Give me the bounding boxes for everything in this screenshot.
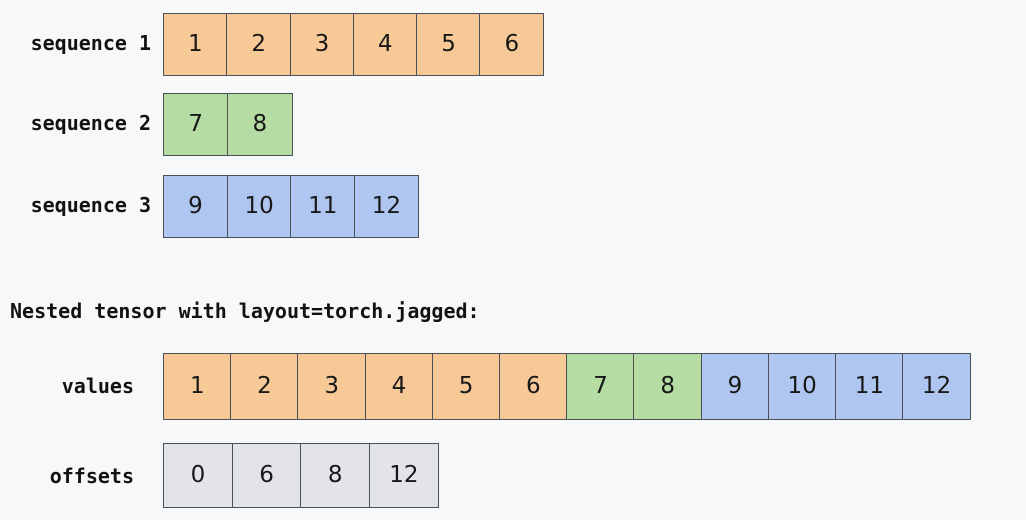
cell-seq3-0: 9 [163,175,228,238]
cell-seq1-0: 1 [163,13,228,76]
cell-offsets-1: 6 [231,443,302,508]
cell-offsets-0: 0 [163,443,233,508]
cell-seq1-2: 3 [289,13,355,76]
cell-values-2: 3 [297,353,366,420]
cell-seq1-1: 2 [226,13,291,76]
sequence-1-label: sequence 1 [30,31,151,55]
cell-seq1-3: 4 [352,13,418,76]
cell-seq2-0: 7 [163,93,229,156]
cell-values-11: 12 [902,353,971,420]
cell-seq1-4: 5 [416,13,481,76]
cell-values-7: 8 [633,353,703,420]
cell-seq3-3: 12 [353,175,419,238]
section-caption: Nested tensor with layout=torch.jagged: [10,299,480,323]
values-label: values [61,374,134,398]
cell-values-0: 1 [163,353,232,420]
cell-seq1-5: 6 [479,13,545,76]
cell-seq3-1: 10 [226,175,292,238]
cell-values-8: 9 [700,353,770,420]
cell-values-3: 4 [364,353,434,420]
cell-values-1: 2 [230,353,299,420]
cell-offsets-2: 8 [300,443,371,508]
sequence-3-label: sequence 3 [30,193,151,217]
cell-offsets-3: 12 [368,443,439,508]
cell-values-10: 11 [835,353,904,420]
sequence-2-label: sequence 2 [30,111,151,135]
offsets-label: offsets [49,464,134,488]
cell-values-5: 6 [499,353,568,420]
cell-values-4: 5 [431,353,501,420]
cell-seq3-2: 11 [290,175,356,238]
cell-values-9: 10 [767,353,837,420]
cell-values-6: 7 [566,353,635,420]
cell-seq2-1: 8 [227,93,293,156]
